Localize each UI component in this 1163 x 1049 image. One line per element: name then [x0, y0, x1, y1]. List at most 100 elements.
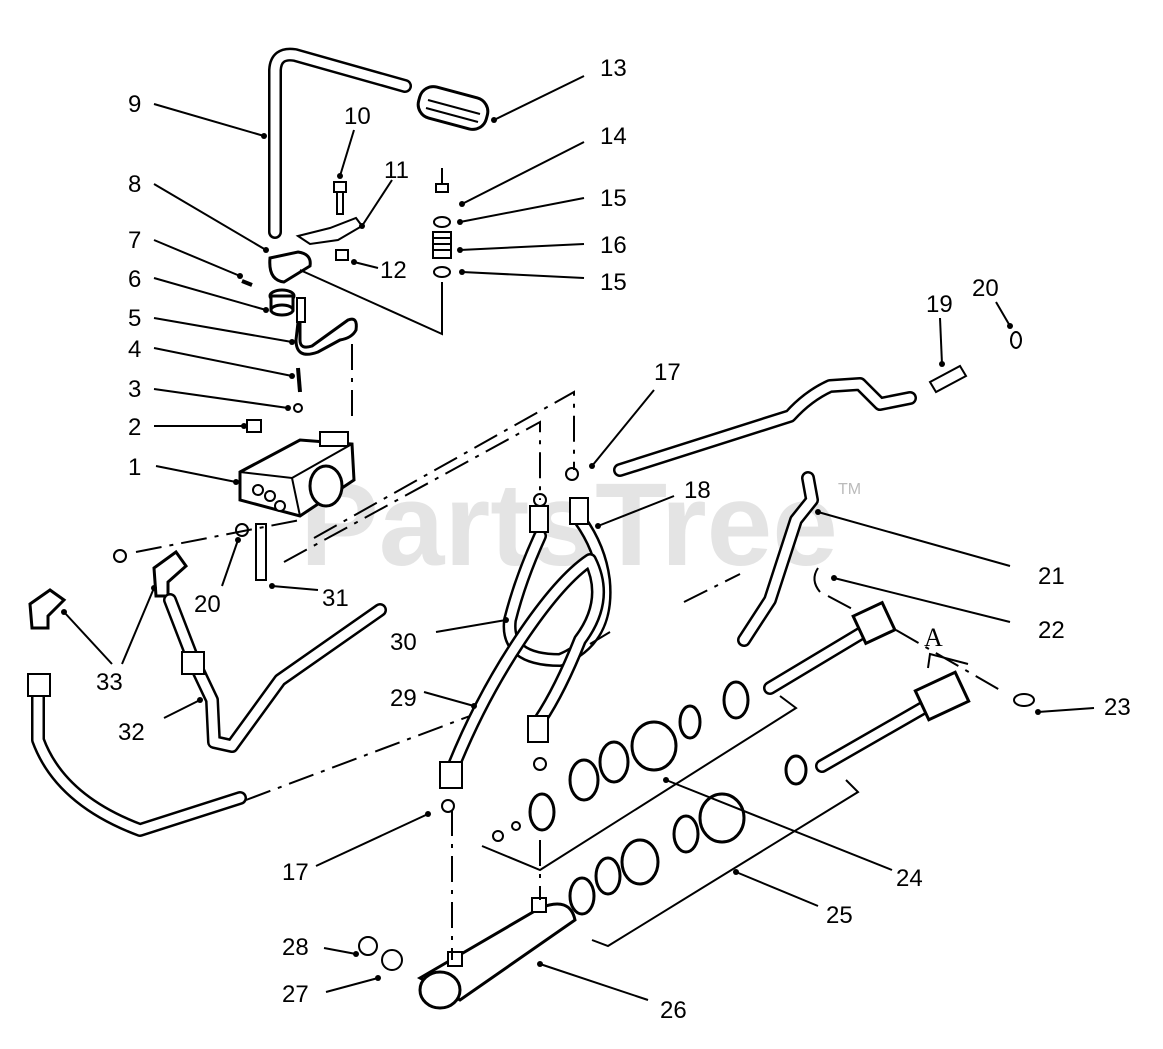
callout-label: 13 — [600, 55, 627, 82]
small-pin — [293, 403, 303, 413]
bleed-washer — [381, 949, 403, 971]
callout-label: 8 — [128, 171, 141, 198]
cotter-pin — [813, 567, 821, 593]
callout-label: 23 — [1104, 694, 1131, 721]
callout-label: 21 — [1038, 563, 1065, 590]
callout-28: 28 — [282, 934, 359, 961]
callout-9: 9 — [128, 91, 267, 139]
callout-label: 3 — [128, 376, 141, 403]
callouts: 1 2 3 4 5 6 7 8 — [61, 55, 1131, 1024]
callout-label: 12 — [380, 257, 407, 284]
callout-16: 16 — [457, 232, 627, 259]
callout-label: 9 — [128, 91, 141, 118]
spring-assembly — [432, 168, 452, 278]
callout-27: 27 — [282, 975, 381, 1008]
control-arm-shaft — [296, 297, 306, 323]
plug — [246, 419, 262, 433]
callout-label: 14 — [600, 123, 627, 150]
callout-label: 33 — [96, 669, 123, 696]
callout-label: 15 — [600, 185, 627, 212]
callout-12: 12 — [351, 257, 407, 284]
callout-18: 18 — [595, 477, 711, 529]
lift-handle-rod — [268, 47, 412, 239]
mounting-bolt — [255, 523, 267, 581]
callout-20-right: 20 — [972, 275, 1013, 329]
callout-label: 26 — [660, 997, 687, 1024]
callout-label: 6 — [128, 266, 141, 293]
callout-6: 6 — [128, 266, 269, 313]
hydraulic-hoses — [439, 497, 612, 789]
sealing-washer-hose — [533, 757, 547, 771]
spring-pin — [296, 367, 302, 393]
callout-label: 22 — [1038, 617, 1065, 644]
callout-label: 24 — [896, 865, 923, 892]
callout-label: 18 — [684, 477, 711, 504]
callout-23: 23 — [1035, 694, 1131, 721]
callout-15-top: 15 — [457, 185, 627, 225]
control-valve — [238, 431, 356, 518]
callout-label: 2 — [128, 414, 141, 441]
callout-label: 4 — [128, 336, 141, 363]
callout-label: 32 — [118, 719, 145, 746]
callout-label: 7 — [128, 227, 141, 254]
callout-label: 17 — [282, 859, 309, 886]
callout-25: 25 — [733, 869, 853, 929]
parts-artwork — [27, 47, 1035, 1010]
handle-grip — [416, 85, 490, 131]
callout-label: 29 — [390, 685, 417, 712]
callout-17-bottom: 17 — [282, 811, 431, 886]
callout-29: 29 — [390, 685, 477, 712]
cylinder-barrel — [416, 897, 577, 1010]
callout-label: 19 — [926, 291, 953, 318]
pressure-tube-nut — [181, 651, 205, 675]
callout-15-bottom: 15 — [459, 269, 627, 296]
callout-label: 11 — [384, 157, 409, 184]
callout-21: 21 — [815, 509, 1065, 590]
callout-label: 31 — [322, 585, 349, 612]
callout-33: 33 — [61, 585, 157, 696]
sealing-washer-top-b — [565, 467, 579, 481]
callout-4: 4 — [128, 336, 295, 379]
callout-label: 5 — [128, 305, 141, 332]
callout-label: 27 — [282, 981, 309, 1008]
callout-17-top: 17 — [589, 359, 681, 469]
control-arm — [294, 304, 358, 356]
callout-label: 20 — [194, 591, 221, 618]
callout-31: 31 — [269, 583, 349, 612]
callout-label: 16 — [600, 232, 627, 259]
bracket — [295, 216, 364, 246]
callout-label: 10 — [344, 103, 371, 130]
callout-10: 10 — [337, 103, 371, 179]
sealing-washer-bottom — [441, 799, 455, 813]
callout-7: 7 — [128, 227, 243, 279]
callout-label: 25 — [826, 902, 853, 929]
nut — [335, 249, 349, 261]
pin — [241, 279, 253, 287]
callout-label: 30 — [390, 629, 417, 656]
straight-fitting — [928, 364, 968, 394]
sealing-washer-right — [1010, 331, 1022, 349]
detail-reference-letter: A — [924, 623, 943, 652]
left-tube-nut — [27, 673, 51, 697]
callout-13: 13 — [491, 55, 627, 123]
callout-14: 14 — [459, 123, 627, 207]
callout-24: 24 — [663, 777, 923, 892]
callout-32: 32 — [118, 697, 203, 746]
callout-label: 28 — [282, 934, 309, 961]
bolt — [333, 181, 347, 215]
callout-26: 26 — [537, 961, 687, 1024]
pivot-plate — [268, 250, 312, 284]
callout-label: 15 — [600, 269, 627, 296]
callout-8: 8 — [128, 171, 269, 253]
bushing — [268, 288, 296, 317]
callout-22: 22 — [831, 575, 1065, 644]
bleed-screw — [358, 936, 378, 956]
callout-label: 1 — [128, 454, 141, 481]
callout-20-left: 20 — [194, 537, 241, 618]
callout-2: 2 — [128, 414, 247, 441]
clevis-pin — [1013, 693, 1035, 707]
callout-label: 20 — [972, 275, 999, 302]
callout-30: 30 — [390, 617, 509, 656]
callout-11: 11 — [359, 157, 409, 229]
